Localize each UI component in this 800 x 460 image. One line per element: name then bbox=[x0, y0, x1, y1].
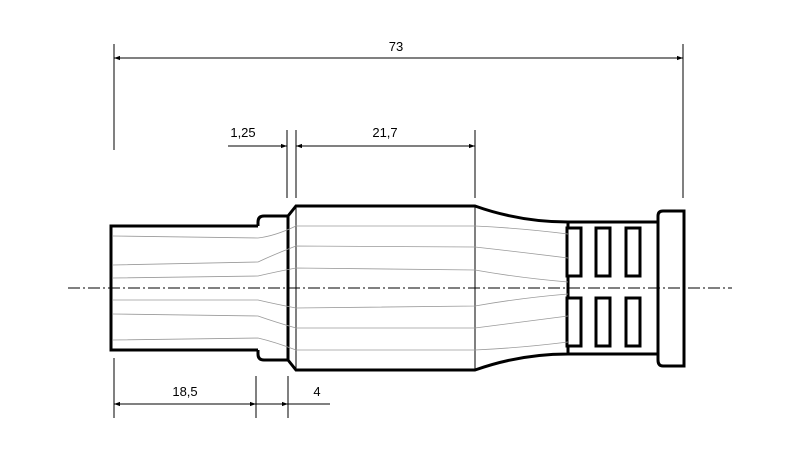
shading-line bbox=[113, 293, 569, 309]
shading-line bbox=[112, 313, 569, 329]
plug-tube bbox=[109, 224, 258, 352]
dimension-shoulder-width: 1,25 bbox=[228, 125, 297, 198]
shading-line bbox=[112, 267, 569, 283]
shading-line bbox=[112, 337, 569, 351]
dimension-label: 1,25 bbox=[230, 125, 255, 140]
shading-line bbox=[112, 225, 569, 239]
collar bbox=[256, 214, 290, 362]
grip-slot bbox=[594, 296, 612, 348]
grip-slot bbox=[565, 226, 583, 278]
dimension-overall-length: 73 bbox=[113, 39, 684, 198]
grip-slot bbox=[624, 296, 642, 348]
grip-slot bbox=[594, 226, 612, 278]
dimension-collar-length: 4 bbox=[256, 376, 330, 418]
main-body bbox=[286, 204, 570, 372]
shading-line bbox=[112, 245, 569, 266]
dimension-plug-length: 18,5 bbox=[113, 358, 257, 418]
dimension-label: 18,5 bbox=[172, 384, 197, 399]
grip-section bbox=[568, 220, 660, 356]
dimension-label: 73 bbox=[389, 39, 403, 54]
connector-body bbox=[109, 204, 686, 372]
dimension-label: 4 bbox=[313, 384, 320, 399]
grip-slot bbox=[565, 296, 583, 348]
end-cap bbox=[656, 209, 686, 368]
dimension-label: 21,7 bbox=[372, 125, 397, 140]
grip-slot bbox=[624, 226, 642, 278]
dimension-body-length: 21,7 bbox=[296, 125, 476, 198]
